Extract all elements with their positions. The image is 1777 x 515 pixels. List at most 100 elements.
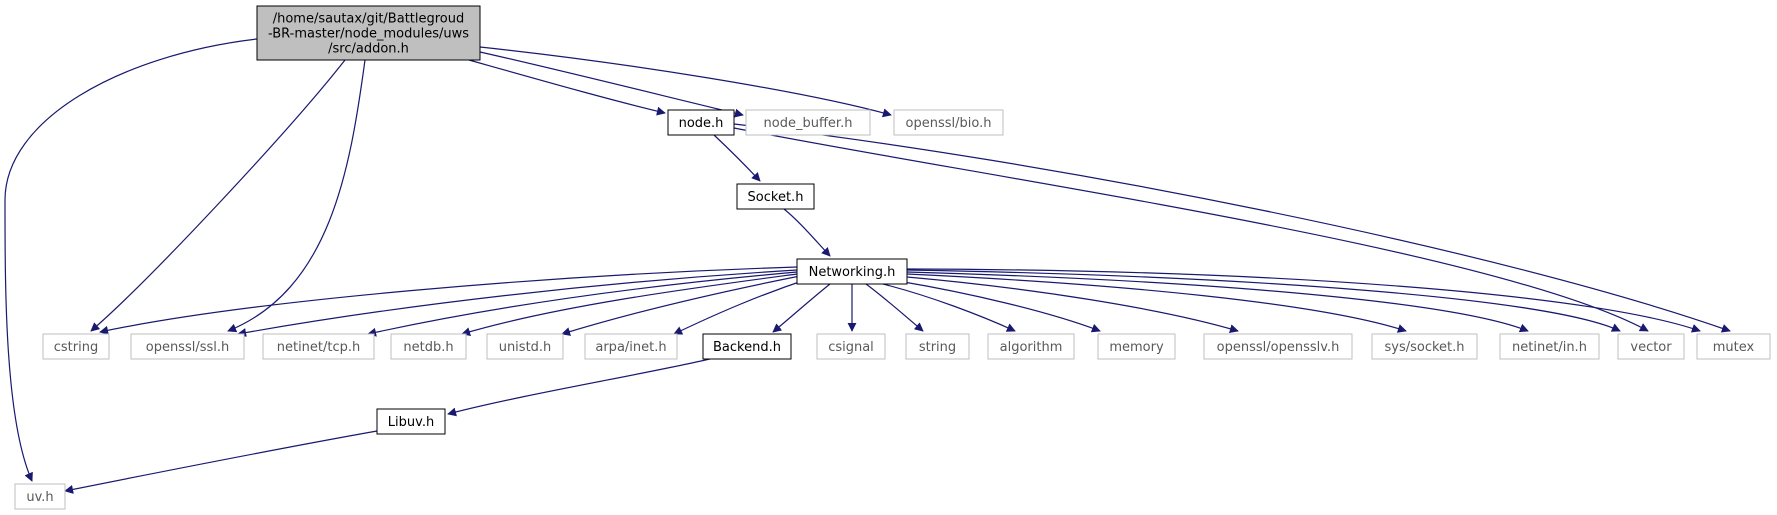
node-label-node: node.h <box>679 116 724 131</box>
node-label-memory: memory <box>1109 340 1164 355</box>
node-label-algorithm: algorithm <box>1000 340 1063 355</box>
node-label-uvh: uv.h <box>26 490 53 505</box>
node-string: string <box>905 333 970 360</box>
edge-networking-to-vector <box>906 269 1621 332</box>
edge-addon-to-node_buffer <box>479 51 744 118</box>
edge-networking-to-unistd <box>561 275 801 336</box>
node-label-csignal: csignal <box>828 340 874 355</box>
node-box-opensslv <box>1203 333 1353 360</box>
edge-networking-to-netin <box>906 271 1529 333</box>
edge-networking-to-syssocket <box>906 273 1407 333</box>
node-box-mutex <box>1696 333 1771 360</box>
edge-backend-to-libuv <box>447 358 711 417</box>
node-vector: vector <box>1617 333 1685 360</box>
node-syssocket: sys/socket.h <box>1371 333 1478 360</box>
node-box-algorithm <box>987 333 1075 360</box>
node-box-backend <box>702 333 792 360</box>
node-box-netdb <box>390 333 467 360</box>
node-inet: arpa/inet.h <box>584 333 678 360</box>
node-label-libuv: Libuv.h <box>388 415 434 430</box>
node-box-csignal <box>816 333 886 360</box>
node-label-syssocket: sys/socket.h <box>1384 340 1464 355</box>
edge-socket-to-networking <box>783 208 831 257</box>
node-ssl: openssl/ssl.h <box>130 333 245 360</box>
node-socket[interactable]: Socket.h <box>736 183 815 210</box>
node-box-socket <box>736 183 815 210</box>
edge-node-to-mutex <box>733 123 1731 333</box>
node-mutex: mutex <box>1696 333 1771 360</box>
node-box-memory <box>1097 333 1176 360</box>
edge-node-to-socket <box>713 134 761 182</box>
edge-networking-to-cstring <box>99 266 798 335</box>
node-label-socket: Socket.h <box>748 190 804 205</box>
node-label-string: string <box>919 340 956 355</box>
node-libuv[interactable]: Libuv.h <box>376 408 446 435</box>
edge-node-to-vector <box>733 127 1649 332</box>
edge-networking-to-ssl <box>237 269 798 338</box>
edge-addon-to-bio <box>479 46 892 118</box>
node-cstring: cstring <box>42 333 110 360</box>
node-label-backend: Backend.h <box>713 340 781 355</box>
node-node[interactable]: node.h <box>667 109 735 136</box>
edge-addon-to-ssl <box>227 59 366 333</box>
node-label-addon: -BR-master/node_modules/uws <box>268 27 469 42</box>
edge-networking-to-string <box>865 283 924 332</box>
node-box-unistd <box>486 333 564 360</box>
node-label-ssl: openssl/ssl.h <box>146 340 230 355</box>
node-label-cstring: cstring <box>54 340 98 355</box>
node-box-string <box>905 333 970 360</box>
node-label-vector: vector <box>1630 340 1672 355</box>
node-networking[interactable]: Networking.h <box>796 258 908 285</box>
node-backend[interactable]: Backend.h <box>702 333 792 360</box>
edge-addon-to-uvh <box>4 38 258 482</box>
node-label-networking: Networking.h <box>809 265 896 280</box>
node-label-netin: netinet/in.h <box>1512 340 1587 355</box>
node-label-netdb: netdb.h <box>403 340 453 355</box>
node-addon[interactable]: /home/sautax/git/Battlegroud-BR-master/n… <box>256 5 481 61</box>
node-box-addon <box>256 5 481 61</box>
node-box-syssocket <box>1371 333 1478 360</box>
node-box-libuv <box>376 408 446 435</box>
edge-networking-to-opensslv <box>906 276 1239 334</box>
dependency-edges <box>4 38 1731 494</box>
node-algorithm: algorithm <box>987 333 1075 360</box>
node-label-addon: /src/addon.h <box>328 42 409 57</box>
node-label-tcp: netinet/tcp.h <box>277 340 361 355</box>
node-label-addon: /home/sautax/git/Battlegroud <box>273 12 465 27</box>
node-box-netin <box>1499 333 1600 360</box>
node-box-inet <box>584 333 678 360</box>
edge-networking-to-memory <box>897 280 1101 333</box>
edge-addon-to-cstring <box>90 59 346 332</box>
node-box-vector <box>1617 333 1685 360</box>
node-box-ssl <box>130 333 245 360</box>
node-csignal: csignal <box>816 333 886 360</box>
node-bio: openssl/bio.h <box>893 109 1004 136</box>
dependency-nodes: /home/sautax/git/Battlegroud-BR-master/n… <box>14 5 1771 510</box>
node-box-networking <box>796 258 908 285</box>
node-box-uvh <box>14 483 66 510</box>
node-label-inet: arpa/inet.h <box>595 340 666 355</box>
edge-libuv-to-uvh <box>64 430 378 494</box>
edge-networking-to-algorithm <box>882 283 1016 332</box>
edge-networking-to-mutex <box>906 268 1701 333</box>
node-label-mutex: mutex <box>1713 340 1755 355</box>
node-netdb: netdb.h <box>390 333 467 360</box>
node-tcp: netinet/tcp.h <box>262 333 375 360</box>
node-uvh: uv.h <box>14 483 66 510</box>
node-label-node_buffer: node_buffer.h <box>764 116 853 131</box>
node-memory: memory <box>1097 333 1176 360</box>
edge-addon-to-node <box>468 59 666 116</box>
node-label-bio: openssl/bio.h <box>906 116 992 131</box>
node-label-opensslv: openssl/opensslv.h <box>1217 340 1340 355</box>
edge-networking-to-backend <box>772 283 831 333</box>
edge-networking-to-inet <box>673 278 809 335</box>
node-box-node_buffer <box>745 109 871 136</box>
node-box-bio <box>893 109 1004 136</box>
node-unistd: unistd.h <box>486 333 564 360</box>
node-box-cstring <box>42 333 110 360</box>
node-box-node <box>667 109 735 136</box>
node-node_buffer: node_buffer.h <box>745 109 871 136</box>
node-label-unistd: unistd.h <box>499 340 552 355</box>
node-opensslv: openssl/opensslv.h <box>1203 333 1353 360</box>
